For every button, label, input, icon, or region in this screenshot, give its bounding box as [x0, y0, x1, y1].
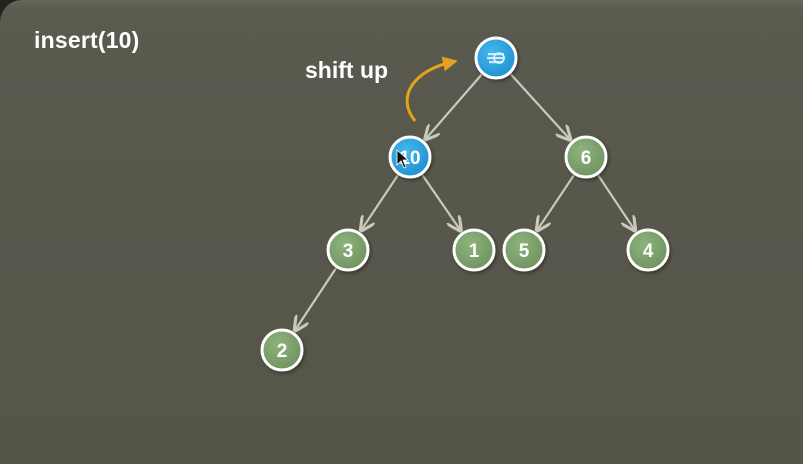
tree-node-n5: 5 — [502, 228, 546, 272]
tree-edge-n10-n1 — [421, 174, 459, 229]
tree-node-root — [474, 36, 518, 80]
tree-node-circle — [564, 135, 608, 179]
tree-node-circle — [452, 228, 496, 272]
tree-node-circle — [260, 328, 304, 372]
tree-edge-root-n10 — [426, 73, 483, 139]
tree-node-n2: 2 — [260, 328, 304, 372]
tree-node-label: 1 — [469, 241, 480, 262]
tree-node-label: 2 — [277, 341, 288, 362]
tree-node-n1: 1 — [452, 228, 496, 272]
tree-node-label: 4 — [643, 241, 654, 262]
tree-node-n6: 6 — [564, 135, 608, 179]
tree-node-label: 5 — [519, 241, 530, 262]
tree-node-label: 3 — [343, 241, 354, 262]
mouse-cursor-icon — [396, 149, 410, 169]
shift-up-arrow — [405, 56, 458, 122]
swap-blur-icon — [487, 52, 505, 64]
tree-node-circle — [626, 228, 670, 272]
slide-title: insert(10) — [34, 27, 140, 53]
tree-edge-n6-n5 — [538, 174, 575, 229]
tree-node-n3: 3 — [326, 228, 370, 272]
tree-node-circle — [388, 135, 432, 179]
tree-edge-root-n6 — [509, 73, 569, 138]
tree-node-circle — [326, 228, 370, 272]
edges-layer — [296, 73, 634, 329]
tree-edge-n3-n2 — [296, 267, 337, 329]
tree-node-n10: 10 — [388, 135, 432, 179]
tree-node-n4: 4 — [626, 228, 670, 272]
nodes-layer: 10 6 3 1 5 4 2 — [260, 36, 670, 372]
tree-node-label: 6 — [581, 148, 592, 169]
shift-up-label: shift up — [305, 57, 389, 83]
tree-edge-n6-n4 — [597, 174, 634, 229]
tree-edge-n10-n3 — [362, 174, 399, 229]
tree-node-circle — [502, 228, 546, 272]
